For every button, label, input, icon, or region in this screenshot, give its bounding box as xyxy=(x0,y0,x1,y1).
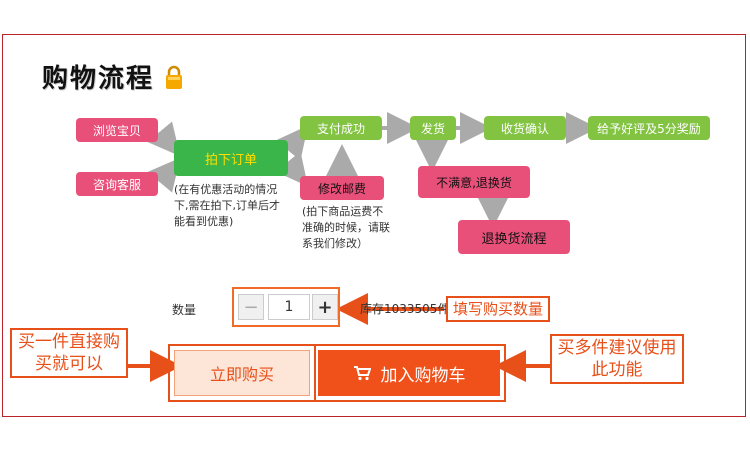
page-title: 购物流程 xyxy=(42,64,155,94)
buy-now-label: 立即购买 xyxy=(209,365,274,384)
stock-count: 库存1033505件 xyxy=(360,302,450,316)
quantity-stepper: − 1 + xyxy=(232,287,340,327)
flow-step-review: 给予好评及5分奖励 xyxy=(588,116,710,140)
flow-step-browse: 浏览宝贝 xyxy=(76,118,158,142)
flow-step-order: 拍下订单 xyxy=(174,140,288,176)
decrement-button[interactable]: − xyxy=(238,294,264,320)
callout-buy-many: 买多件建议使用此功能 xyxy=(550,334,684,384)
flow-step-confirm: 收货确认 xyxy=(484,116,566,140)
flow-step-consult: 咨询客服 xyxy=(76,172,158,196)
flow-step-ship: 发货 xyxy=(410,116,456,140)
callout-fill-quantity: 填写购买数量 xyxy=(446,296,550,322)
quantity-label: 数量 xyxy=(172,303,197,317)
flow-step-modify-postage: 修改邮费 xyxy=(300,176,384,200)
add-to-cart-label: 加入购物车 xyxy=(380,365,466,386)
callout-buy-one: 买一件直接购买就可以 xyxy=(10,328,128,378)
add-cart-highlight xyxy=(314,344,506,402)
buy-now-button[interactable]: 立即购买 xyxy=(174,350,310,396)
lock-icon xyxy=(166,65,182,89)
page-frame xyxy=(2,34,746,417)
flow-step-pay-success: 支付成功 xyxy=(300,116,382,140)
order-note: (在有优惠活动的情况下,需在拍下,订单后才能看到优惠) xyxy=(174,183,280,228)
modify-note: (拍下商品运费不准确的时候，请联系我们修改） xyxy=(302,205,390,250)
add-to-cart-button[interactable]: 加入购物车 xyxy=(318,350,500,396)
flow-step-unsatisfied: 不满意,退换货 xyxy=(418,166,530,198)
flow-step-return: 退换货流程 xyxy=(458,220,570,254)
cart-icon xyxy=(353,366,371,381)
quantity-input[interactable]: 1 xyxy=(268,294,310,320)
increment-button[interactable]: + xyxy=(312,294,338,320)
